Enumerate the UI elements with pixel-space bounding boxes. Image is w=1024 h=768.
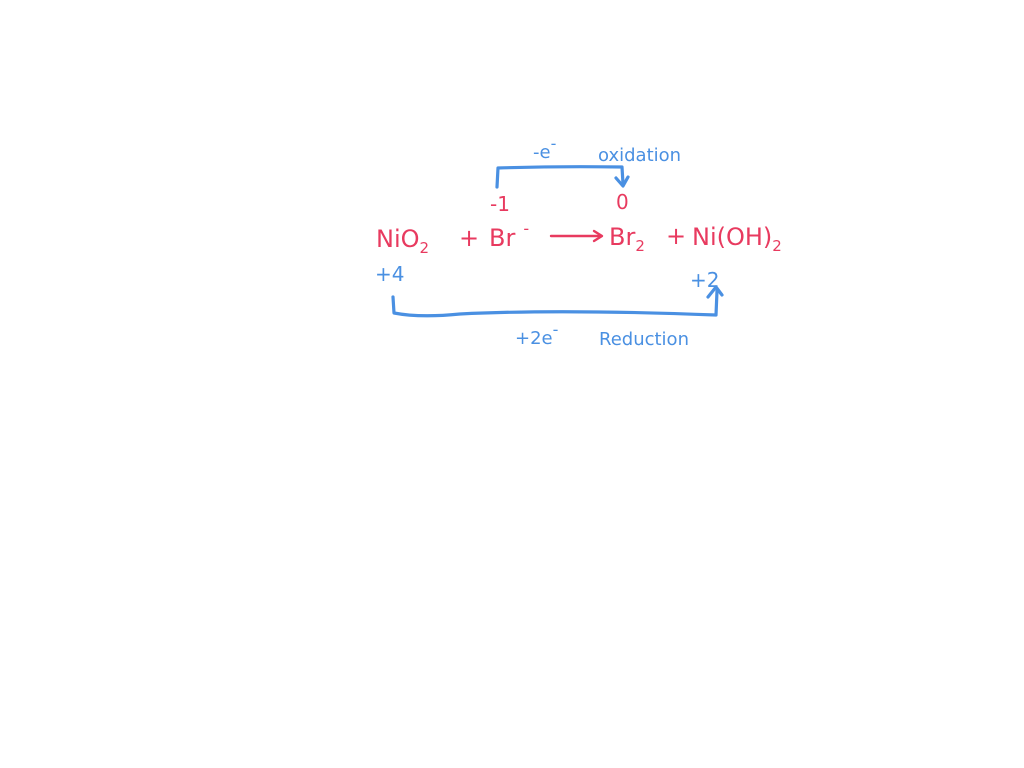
reaction-arrow: [549, 229, 604, 243]
reactant-nio2: NiO2: [376, 225, 429, 257]
reduction-bracket: [391, 285, 724, 318]
oxidation-state-ni-reactant: +4: [375, 262, 404, 286]
product-nickel-hydroxide: Ni(OH)2: [692, 223, 782, 255]
oxidation-state-br-ion: -1: [490, 192, 510, 216]
reduction-label: Reduction: [599, 329, 689, 350]
oxidation-state-br2: 0: [616, 190, 629, 214]
oxidation-label: oxidation: [598, 145, 681, 166]
product-br2: Br2: [609, 223, 645, 255]
oxidation-electrons: -e-: [533, 134, 556, 163]
plus-sign-products: +: [666, 222, 686, 250]
reactant-bromide-ion: Br-: [489, 219, 529, 252]
plus-sign-reactants: +: [459, 224, 479, 252]
oxidation-bracket: [495, 165, 630, 189]
reduction-electrons: +2e-: [515, 320, 558, 349]
